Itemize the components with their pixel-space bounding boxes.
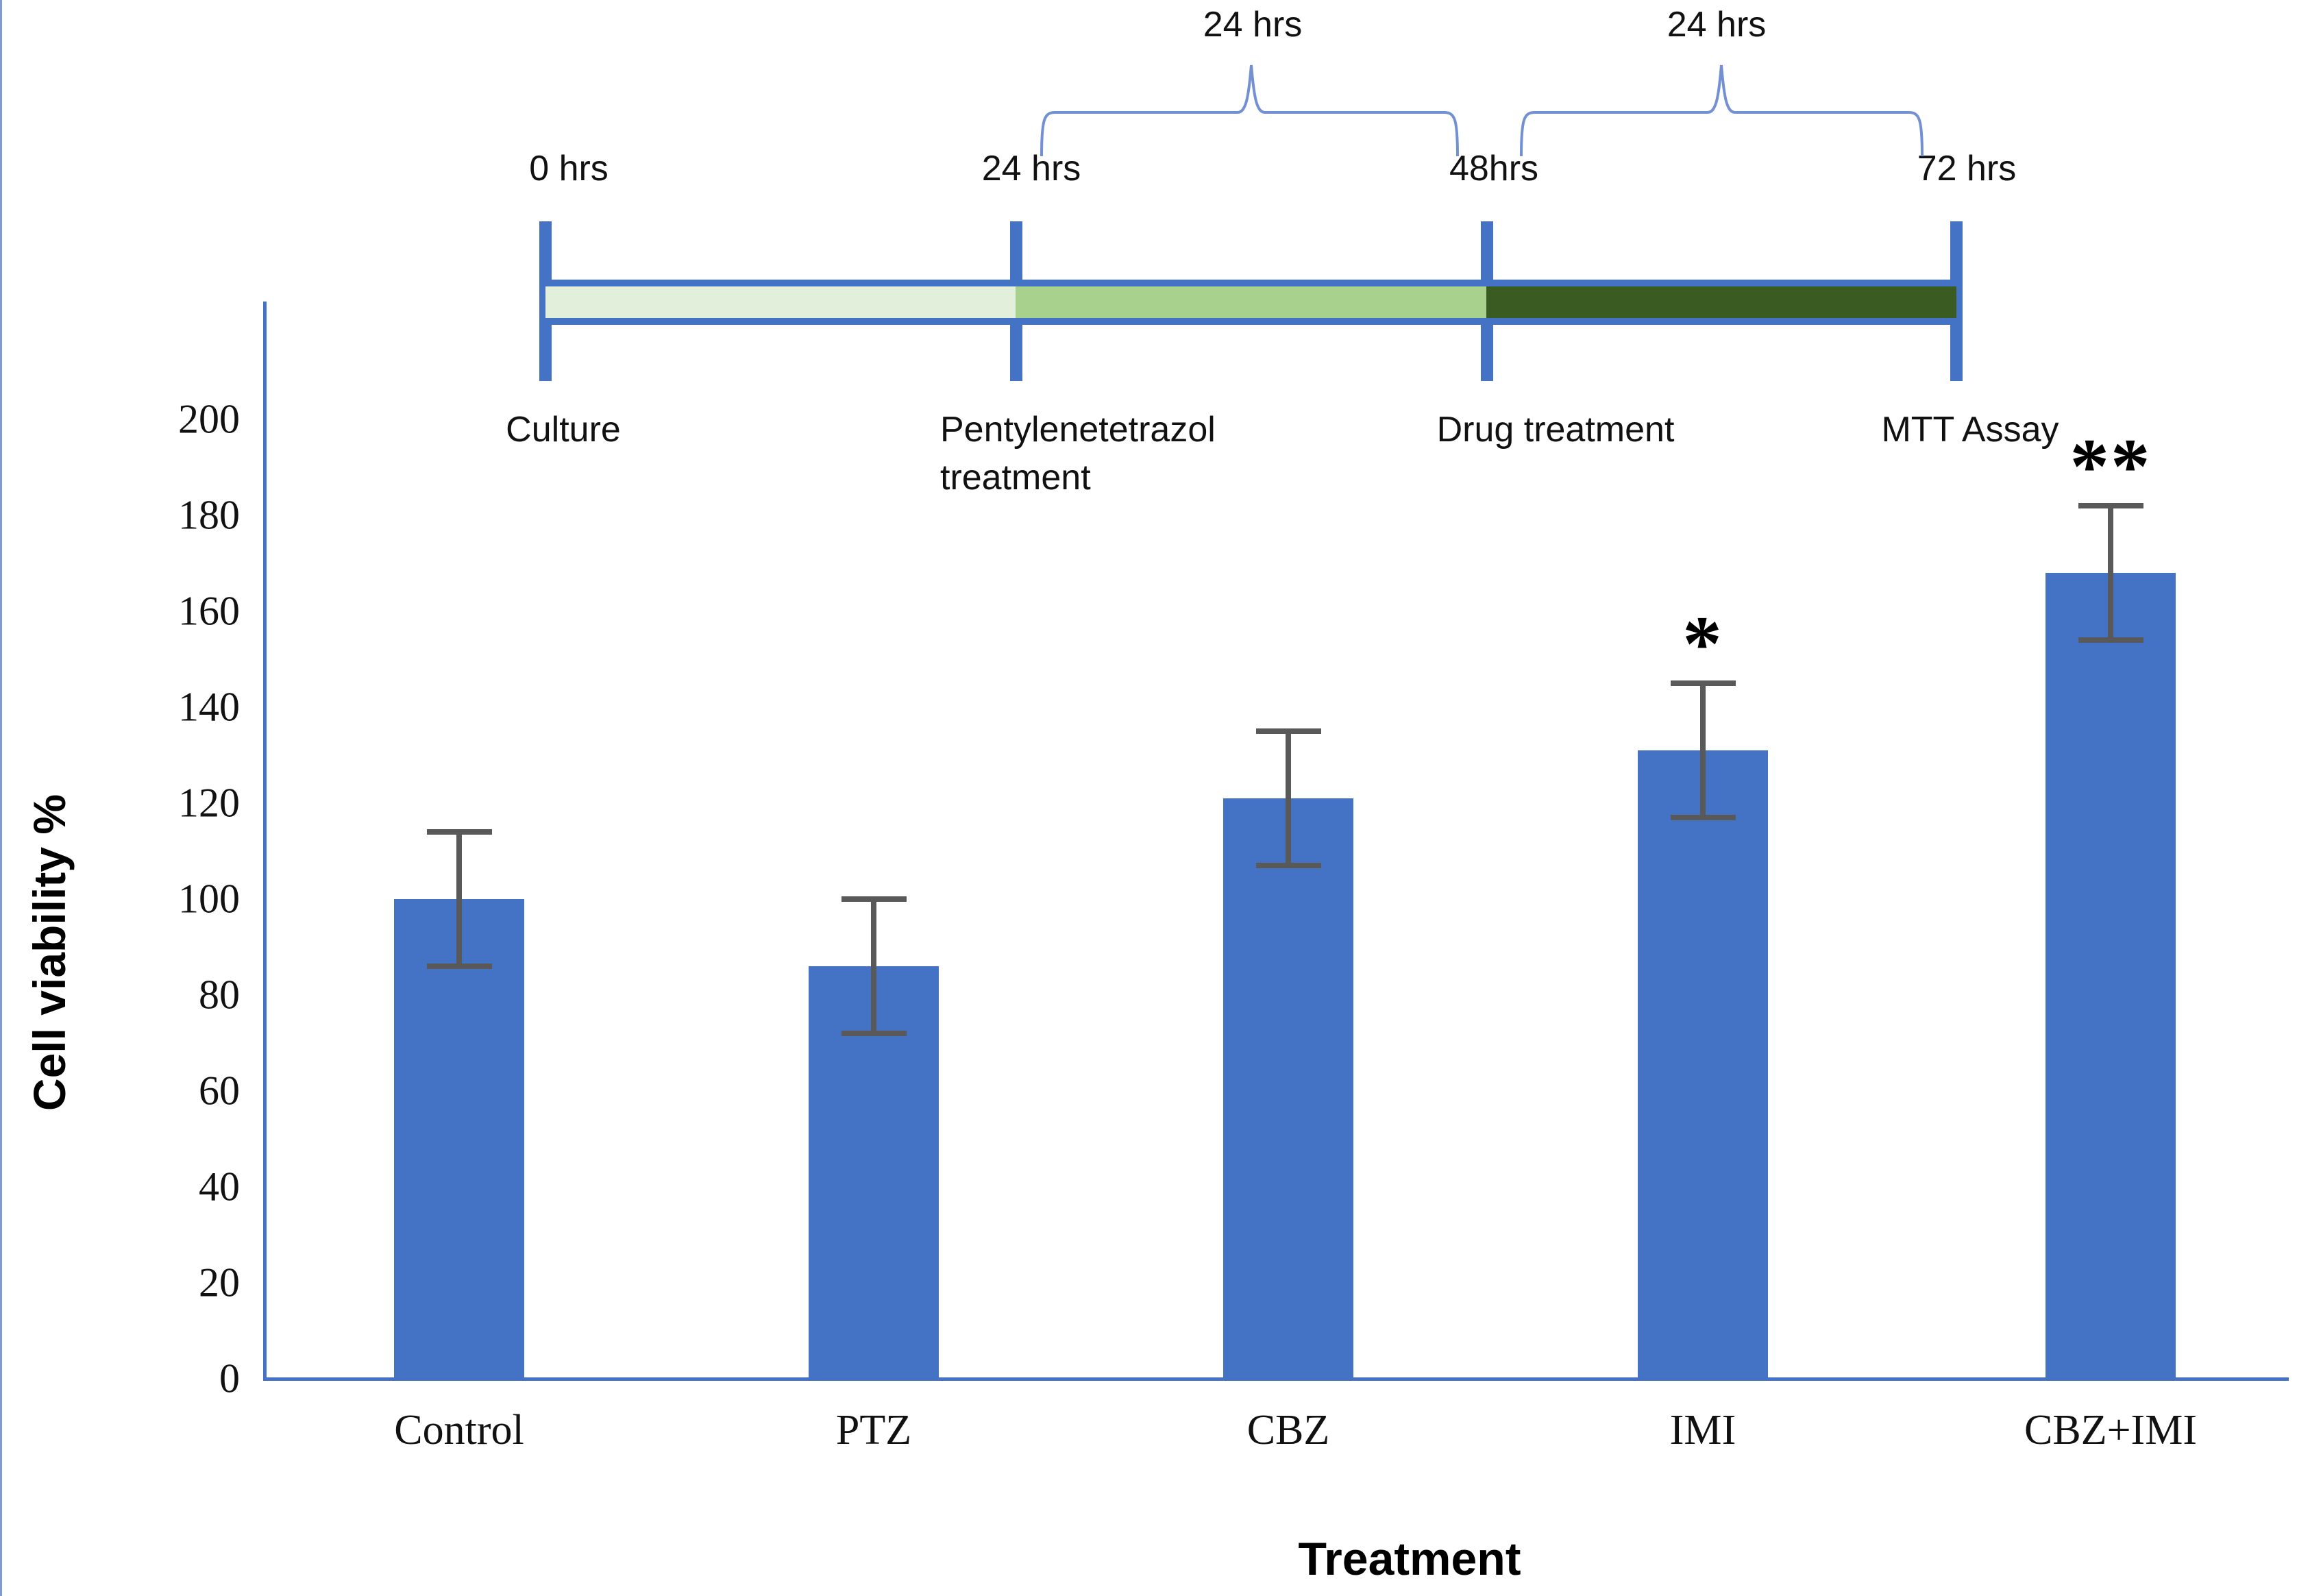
y-axis-line [263, 302, 267, 1381]
error-cap-top-PTZ [841, 896, 907, 902]
y-tick-label-100: 100 [178, 876, 240, 922]
y-tick-label-120: 120 [178, 780, 240, 826]
y-tick-label-0: 0 [219, 1355, 240, 1401]
error-cap-top-IMI [1671, 680, 1736, 686]
timeline-time-label-0hrs: 0 hrs [529, 149, 609, 188]
category-label-ptz: PTZ [835, 1407, 912, 1453]
x-axis-title: Treatment [1298, 1533, 1521, 1585]
category-label-imi: IMI [1669, 1407, 1736, 1453]
timeline-segment-drug [1486, 286, 1956, 318]
duration-braces [1040, 64, 1924, 157]
y-tick-label-140: 140 [178, 684, 240, 730]
timeline-segment-culture [545, 286, 1016, 318]
timeline-segment-ptz [1016, 286, 1486, 318]
y-tick-label-20: 20 [199, 1260, 240, 1305]
error-cap-top-Control [427, 829, 492, 835]
figure-left-border [0, 0, 2, 1596]
x-axis-line [263, 1377, 2289, 1381]
y-tick-label-80: 80 [199, 972, 240, 1018]
timeline-phase-label-pentylenetetrazol: Pentylenetetrazol treatment [940, 410, 1216, 498]
timeline-time-label-24hrs: 24 hrs [981, 149, 1081, 188]
timeline-band [545, 280, 1956, 325]
category-label-cbz-imi: CBZ+IMI [2024, 1407, 2197, 1453]
error-cap-bottom-PTZ [841, 1031, 907, 1036]
y-axis-title: Cell viability % [24, 794, 75, 1112]
y-tick-label-40: 40 [199, 1164, 240, 1210]
bar-CBZ [1223, 798, 1353, 1379]
error-bar-CBZ [1286, 731, 1291, 865]
y-tick-label-160: 160 [178, 588, 240, 634]
error-cap-bottom-CBZ+IMI [2078, 637, 2143, 643]
error-cap-bottom-Control [427, 963, 492, 969]
error-bar-PTZ [871, 899, 876, 1033]
bar-IMI [1638, 750, 1768, 1379]
error-cap-top-CBZ+IMI [2078, 503, 2143, 508]
bar-CBZ+IMI [2045, 573, 2176, 1379]
brace-label-24hrs-2: 24 hrs [1667, 5, 1767, 45]
significance-marker-IMI: * [1682, 600, 1723, 687]
y-tick-label-200: 200 [178, 396, 240, 442]
timeline-phase-label-culture: Culture [506, 410, 621, 450]
category-label-control: Control [394, 1407, 524, 1453]
error-cap-bottom-CBZ [1256, 863, 1321, 868]
brace-label-24hrs-1: 24 hrs [1203, 5, 1303, 45]
bar-Control [394, 899, 524, 1379]
significance-marker-CBZ+IMI: ** [2069, 423, 2152, 510]
timeline-phase-label-mtt-assay: MTT Assay [1881, 410, 2059, 450]
error-bar-CBZ+IMI [2108, 506, 2113, 640]
error-cap-bottom-IMI [1671, 815, 1736, 820]
error-bar-IMI [1700, 683, 1706, 818]
error-cap-top-CBZ [1256, 728, 1321, 734]
category-label-cbz: CBZ [1246, 1407, 1330, 1453]
brace-24hrs-ptz [1040, 64, 1459, 157]
y-tick-label-60: 60 [199, 1068, 240, 1114]
error-bar-Control [456, 832, 462, 966]
timeline-time-label-48hrs: 48hrs [1449, 149, 1539, 188]
brace-24hrs-drug [1520, 64, 1924, 157]
timeline-time-label-72hrs: 72 hrs [1917, 149, 2017, 188]
timeline-phase-label-drug-treatment: Drug treatment [1436, 410, 1675, 450]
y-tick-label-180: 180 [178, 492, 240, 538]
timeline-tick-72hrs [1950, 221, 1963, 381]
